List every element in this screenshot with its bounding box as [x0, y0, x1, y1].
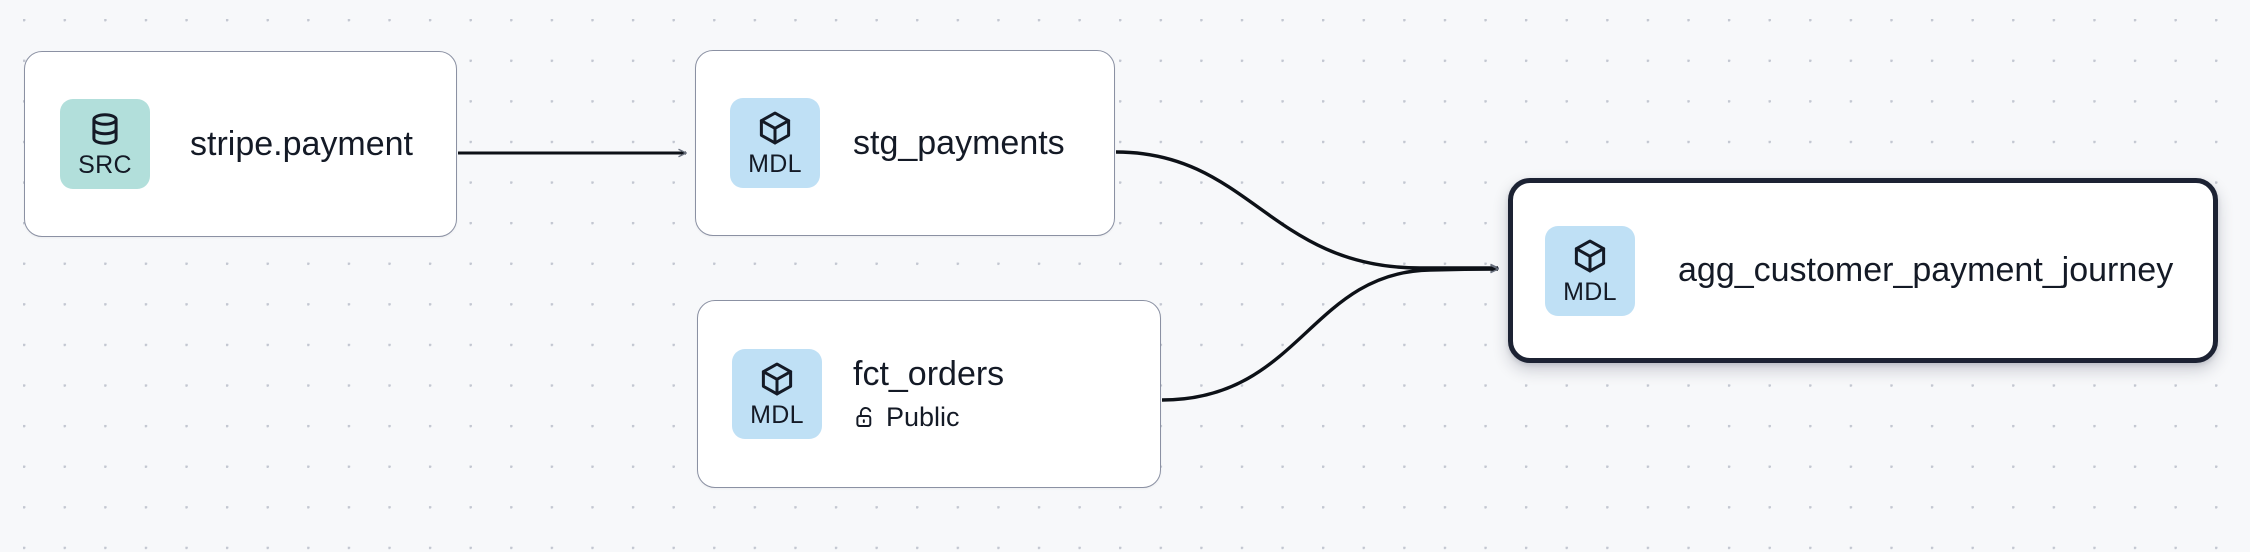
node-type-badge-src: SRC: [60, 99, 150, 189]
graph-node-stripe-payment[interactable]: SRC stripe.payment: [24, 51, 457, 237]
node-type-badge-mdl: MDL: [730, 98, 820, 188]
graph-node-fct-orders[interactable]: MDL fct_orders Public: [697, 300, 1161, 488]
graph-node-stg-payments[interactable]: MDL stg_payments: [695, 50, 1115, 236]
badge-label: MDL: [748, 150, 802, 178]
badge-label: MDL: [1563, 277, 1617, 306]
node-body: agg_customer_payment_journey: [1678, 250, 2173, 290]
edge-stg-payments-to-agg-journey: [1115, 150, 1498, 268]
node-title: stripe.payment: [190, 124, 413, 163]
node-type-badge-mdl: MDL: [732, 349, 822, 439]
node-visibility: Public: [853, 401, 1004, 433]
node-body: stripe.payment: [190, 124, 413, 164]
database-icon: [92, 113, 118, 145]
node-title: agg_customer_payment_journey: [1678, 251, 2174, 290]
cube-icon: [761, 362, 793, 396]
node-title: stg_payments: [853, 123, 1065, 162]
node-body: stg_payments: [853, 123, 1065, 163]
node-body: fct_orders Public: [853, 354, 1004, 434]
node-type-badge-mdl: MDL: [1545, 225, 1635, 316]
cube-icon: [759, 111, 791, 145]
graph-node-agg-customer-payment-journey[interactable]: MDL agg_customer_payment_journey: [1508, 178, 2218, 363]
node-visibility-label: Public: [886, 402, 960, 433]
edge-fct-orders-to-agg-journey: [1161, 269, 1498, 402]
unlock-icon: [856, 407, 872, 428]
cube-icon: [1574, 239, 1606, 272]
badge-label: MDL: [750, 401, 804, 429]
node-title: fct_orders: [853, 355, 1005, 394]
badge-label: SRC: [78, 151, 132, 179]
